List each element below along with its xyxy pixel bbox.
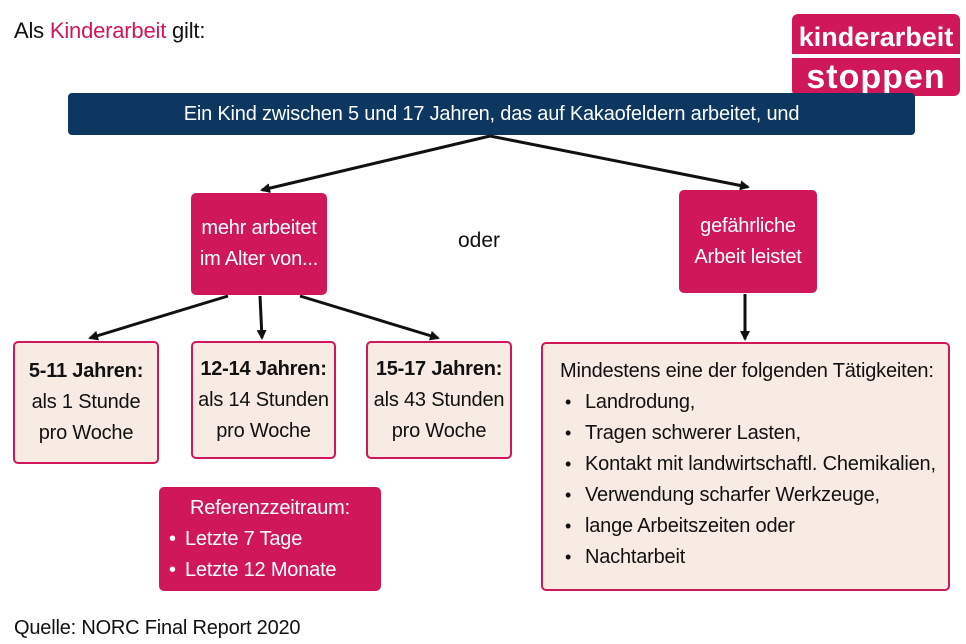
arrow-to-12-14 [256, 295, 267, 340]
page-heading: Als Kinderarbeit gilt: [14, 18, 206, 43]
taetigkeiten-title: Mindestens eine der folgenden Tätigkeite… [560, 360, 934, 382]
age-box-15-17: 15-17 Jahren: als 43 Stunden pro Woche [366, 341, 512, 459]
logo-line1: kinderarbeit [799, 22, 954, 52]
list-item: Letzte 7 Tage [185, 524, 381, 555]
list-item: Landrodung, [585, 387, 948, 418]
kinderarbeit-stoppen-logo: kinderarbeit stoppen [792, 14, 960, 96]
arrow-to-gefaehrlich [489, 134, 750, 191]
arrow-to-mehr [260, 134, 491, 194]
oder-label: oder [458, 229, 501, 252]
list-item: Tragen schwerer Lasten, [585, 418, 948, 449]
list-item: lange Arbeitszeiten oder [585, 511, 948, 542]
list-item: Kontakt mit landwirtschaftl. Chemikalien… [585, 449, 948, 480]
referenzzeitraum-title: Referenzzeitraum: [190, 497, 350, 519]
arrow-to-5-11 [88, 294, 229, 341]
referenzzeitraum-box: Referenzzeitraum: Letzte 7 Tage Letzte 1… [159, 487, 381, 591]
source-note: Quelle: NORC Final Report 2020 [14, 617, 301, 639]
arrow-to-15-17 [299, 294, 440, 341]
definition-banner: Ein Kind zwischen 5 und 17 Jahren, das a… [68, 93, 915, 135]
logo-line2: stoppen [806, 58, 945, 96]
age-box-12-14: 12-14 Jahren: als 14 Stunden pro Woche [191, 341, 336, 459]
list-item: Verwendung scharfer Werkzeuge, [585, 480, 948, 511]
heading-accent: Kinderarbeit [49, 18, 167, 43]
list-item: Letzte 12 Monate [185, 555, 381, 586]
taetigkeiten-box: Mindestens eine der folgenden Tätigkeite… [541, 342, 950, 591]
list-item: Nachtarbeit [585, 542, 948, 573]
gefaehrliche-arbeit-box: gefährliche Arbeit leistet [679, 190, 817, 293]
age-box-5-11: 5-11 Jahren: als 1 Stunde pro Woche [13, 341, 159, 464]
mehr-arbeitet-box: mehr arbeitet im Alter von... [191, 193, 327, 295]
